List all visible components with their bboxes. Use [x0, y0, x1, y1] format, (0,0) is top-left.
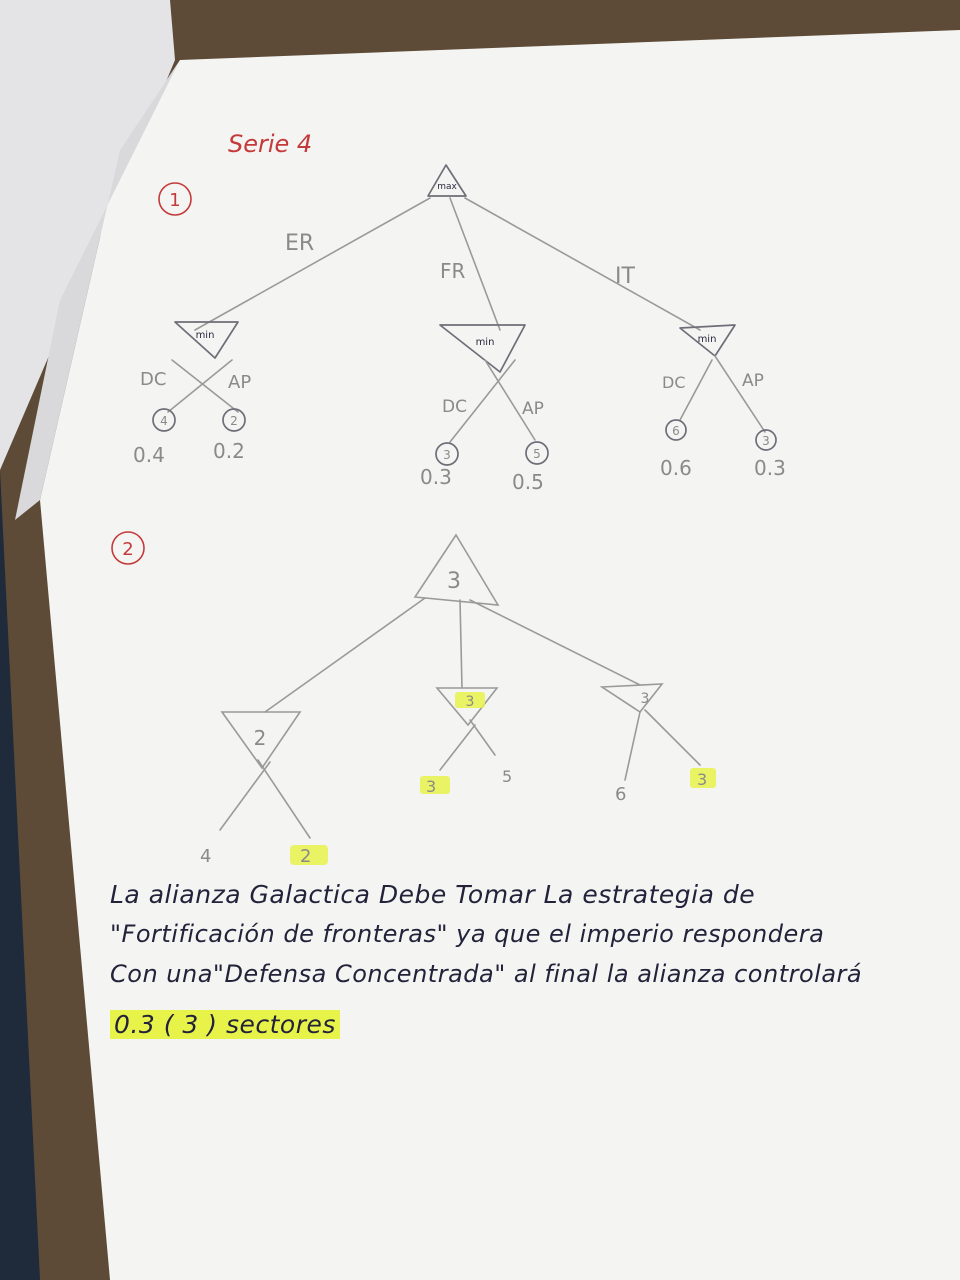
tree-2: 3 2 4 2 3 3 5 3 6 3 — [200, 533, 716, 867]
leaf-2-er-ap: 2 — [300, 846, 311, 867]
min-node-fr — [439, 324, 526, 373]
leaf-2-it-ap: 3 — [697, 770, 707, 789]
min-node-er-label: min — [196, 330, 215, 341]
leaf-circle-fr-dc: 3 — [443, 448, 451, 462]
leaf-value-it-ap: 0.3 — [754, 456, 786, 480]
leaf-value-it-dc: 0.6 — [660, 456, 692, 480]
section-2-marker: 2 — [111, 531, 145, 565]
min-node-er — [174, 321, 239, 359]
leaf-circle-it-dc: 6 — [672, 424, 680, 438]
section-1-number: 1 — [169, 190, 180, 211]
branch-label-fr: FR — [440, 259, 466, 283]
section-1-marker: 1 — [158, 182, 192, 216]
action-ap-it: AP — [742, 371, 764, 391]
conclusion-line-4: 0.3 ( 3 ) sectores — [110, 1010, 940, 1039]
leaf-value-er-ap: 0.2 — [213, 439, 245, 463]
action-dc-it: DC — [662, 373, 686, 392]
action-ap-fr: AP — [522, 399, 544, 419]
root-max-node — [413, 533, 500, 606]
branch-label-er: ER — [285, 231, 314, 256]
leaf-circle-it-ap: 3 — [762, 434, 770, 448]
action-ap-er: AP — [228, 372, 251, 393]
leaf-2-it-dc: 6 — [615, 784, 626, 805]
tree-1: max ER FR IT min DC AP 4 2 0.4 0.2 min D… — [133, 164, 786, 494]
min-node-fr-label: min — [476, 337, 495, 348]
leaf-circle-fr-ap: 5 — [533, 447, 541, 461]
min-node-2-er — [220, 711, 302, 770]
previous-page — [0, 0, 175, 470]
max-node — [427, 164, 467, 197]
min-node-2-it — [599, 683, 664, 714]
leaf-circle-er-dc: 4 — [160, 414, 168, 428]
action-dc-fr: DC — [442, 397, 467, 417]
leaf-value-fr-ap: 0.5 — [512, 470, 544, 494]
leaf-circle-er-ap: 2 — [230, 414, 238, 428]
conclusion-line-3: Con una"Defensa Concentrada" al final la… — [110, 960, 863, 988]
min-node-it — [679, 324, 736, 357]
branch-label-it: IT — [615, 264, 635, 289]
section-2-number: 2 — [122, 539, 133, 560]
root-value: 3 — [447, 569, 461, 594]
max-node-label: max — [437, 182, 457, 192]
conclusion-line-2: "Fortificación de fronteras" ya que el i… — [110, 920, 825, 948]
min-node-it-label: min — [698, 334, 717, 345]
conclusion-line-1: La alianza Galactica Debe Tomar La estra… — [110, 880, 756, 909]
leaf-value-er-dc: 0.4 — [133, 443, 165, 467]
title: Serie 4 — [228, 130, 312, 158]
leaf-2-fr-dc: 3 — [426, 777, 436, 796]
leaf-value-fr-dc: 0.3 — [420, 465, 452, 489]
min-value-fr: 3 — [466, 694, 475, 710]
action-dc-er: DC — [140, 369, 166, 390]
min-value-er: 2 — [254, 726, 267, 750]
min-value-it: 3 — [641, 691, 650, 707]
conclusion-answer: 0.3 ( 3 ) sectores — [110, 1010, 340, 1039]
leaf-2-er-dc: 4 — [200, 846, 211, 867]
leaf-2-fr-ap: 5 — [502, 767, 512, 786]
paper-sheet — [40, 30, 960, 1280]
